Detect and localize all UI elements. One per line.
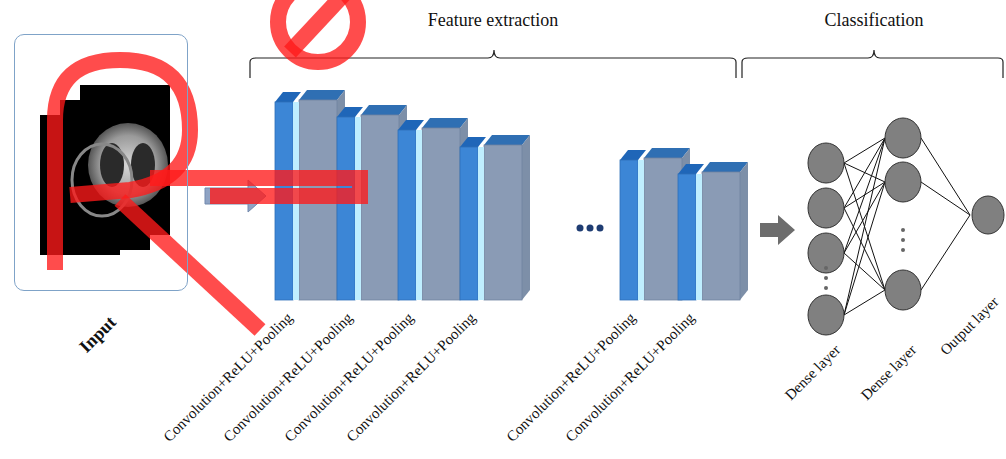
layer-label: Convolution+ReLU+Pooling bbox=[281, 310, 417, 446]
layer-label: Dense layer bbox=[858, 342, 921, 405]
section-heading: Feature extraction bbox=[428, 10, 558, 31]
dense-network bbox=[808, 118, 1004, 335]
section-heading: Classification bbox=[825, 10, 924, 31]
layer-label: Convolution+ReLU+Pooling bbox=[343, 310, 479, 446]
layer-label: Output layer bbox=[937, 294, 1003, 360]
input-box: Input bbox=[14, 34, 188, 291]
input-label: Input bbox=[75, 312, 120, 357]
classification-bracket bbox=[742, 50, 1003, 78]
layer-label: Dense layer bbox=[782, 342, 845, 405]
watermark bbox=[55, 0, 360, 330]
flatten-arrow bbox=[760, 215, 795, 245]
